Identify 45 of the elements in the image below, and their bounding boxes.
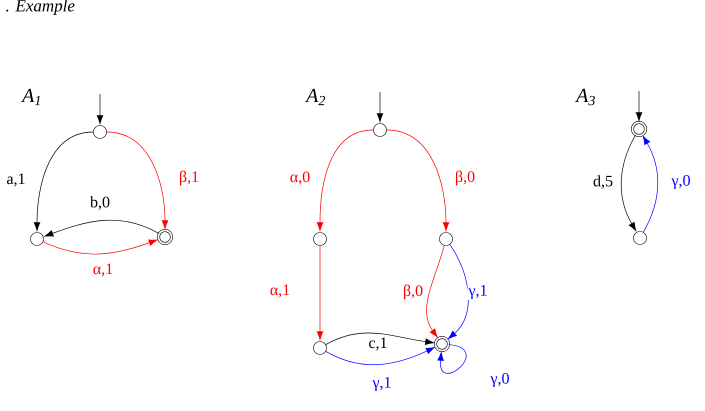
arrow <box>386 130 450 231</box>
edge-label: c,1 <box>369 337 387 350</box>
accepting-state <box>434 336 450 352</box>
state-circle <box>313 232 327 246</box>
arrow <box>106 132 168 229</box>
arrow <box>636 90 642 121</box>
edge-label: α,0 <box>290 171 310 185</box>
edge-label: γ,0 <box>671 174 690 190</box>
arrow <box>448 244 469 339</box>
state-circle <box>633 231 647 245</box>
accepting-state <box>157 229 173 245</box>
state-circle <box>30 232 44 246</box>
arrow <box>96 94 104 124</box>
arrow <box>42 240 158 254</box>
arrow <box>642 136 658 232</box>
edge-label: β,0 <box>404 284 422 300</box>
arrow <box>426 245 445 338</box>
automaton-label: A$_{3}$ <box>575 88 595 106</box>
arrow <box>316 245 324 340</box>
edge-label: γ,1 <box>468 285 487 299</box>
arrow <box>326 347 435 366</box>
arrow <box>44 220 160 236</box>
edge-label: β,0 <box>456 170 474 186</box>
state-circle <box>373 123 387 137</box>
state-circle <box>313 341 327 355</box>
automaton-label: A$_{1}$ <box>21 88 40 106</box>
edge-label: α,1 <box>93 263 112 276</box>
edge-label: d,5 <box>594 175 612 189</box>
arrow <box>34 132 94 231</box>
arrow <box>620 134 636 232</box>
state-circle <box>93 125 107 139</box>
state-circle <box>439 232 453 246</box>
edge-label: b,0 <box>90 196 110 210</box>
accepting-state <box>631 121 647 137</box>
automaton-label: A$_{2}$ <box>305 88 326 106</box>
edge-label: α,1 <box>270 284 290 298</box>
arrow <box>316 130 374 231</box>
arrow <box>376 92 384 122</box>
arrow <box>326 332 434 345</box>
edge-label: β,1 <box>180 170 198 186</box>
edge-label: γ,1 <box>372 377 391 391</box>
arrow <box>437 344 466 374</box>
edge-label: γ,0 <box>490 372 509 387</box>
edge-label: a,1 <box>7 174 25 186</box>
heading: . Example <box>6 0 75 15</box>
